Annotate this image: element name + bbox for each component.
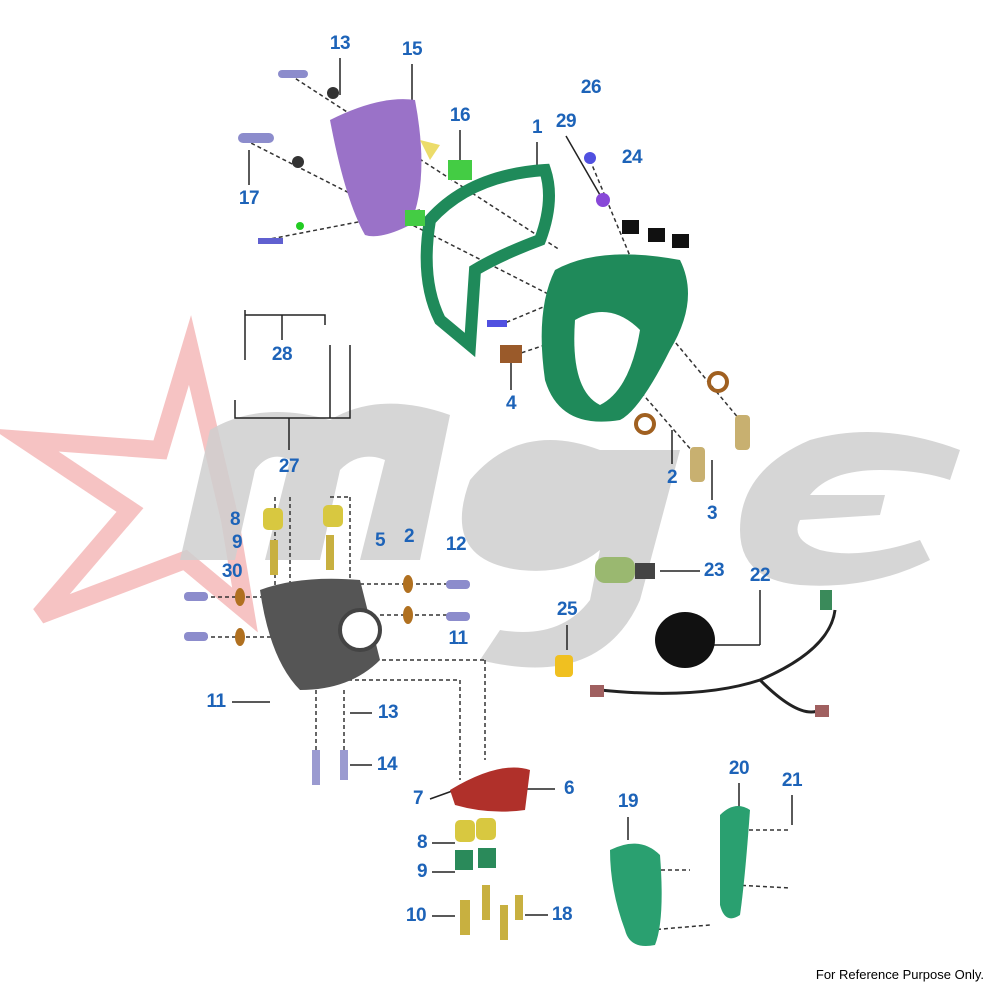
callout-13: 13	[329, 33, 351, 54]
callout-23: 23	[703, 560, 725, 581]
leader-lines	[232, 58, 793, 917]
callout-18: 18	[551, 904, 573, 925]
callout-9: 9	[231, 532, 243, 553]
inner-cowl-part	[420, 163, 555, 358]
reference-note: For Reference Purpose Only.	[815, 967, 984, 982]
bulb-part	[595, 557, 635, 583]
visor-part	[330, 99, 422, 237]
callout-19: 19	[617, 791, 639, 812]
callout-2: 2	[666, 467, 678, 488]
callout-14: 14	[376, 754, 398, 775]
callout-16: 16	[449, 105, 471, 126]
callout-26: 26	[580, 77, 602, 98]
callout-30: 30	[221, 561, 243, 582]
callout-2: 2	[403, 526, 415, 547]
callout-17: 17	[238, 188, 260, 209]
callout-7: 7	[412, 788, 424, 809]
callout-11: 11	[206, 691, 226, 712]
callout-8: 8	[229, 509, 241, 530]
callout-21: 21	[781, 770, 803, 791]
callout-11: 11	[448, 628, 468, 649]
callout-13: 13	[377, 702, 399, 723]
callout-10: 10	[405, 905, 427, 926]
callout-4: 4	[505, 393, 517, 414]
callout-29: 29	[555, 111, 577, 132]
callout-24: 24	[621, 147, 643, 168]
side-cover-19	[610, 843, 662, 946]
bracket-part	[450, 767, 530, 812]
callout-12: 12	[445, 534, 467, 555]
headlight-case-part	[260, 578, 380, 690]
callout-20: 20	[728, 758, 750, 779]
callout-8: 8	[416, 832, 428, 853]
socket-part	[655, 612, 715, 668]
callout-28: 28	[271, 344, 293, 365]
callout-25: 25	[556, 599, 578, 620]
callout-5: 5	[374, 530, 386, 551]
callout-6: 6	[563, 778, 575, 799]
callout-3: 3	[706, 503, 718, 524]
callout-27: 27	[278, 456, 300, 477]
callout-15: 15	[401, 39, 423, 60]
callout-1: 1	[531, 117, 543, 138]
watermark-logo	[180, 403, 960, 668]
fasteners	[184, 70, 750, 940]
callout-22: 22	[749, 565, 771, 586]
side-cover-20	[720, 806, 750, 919]
callout-9: 9	[416, 861, 428, 882]
